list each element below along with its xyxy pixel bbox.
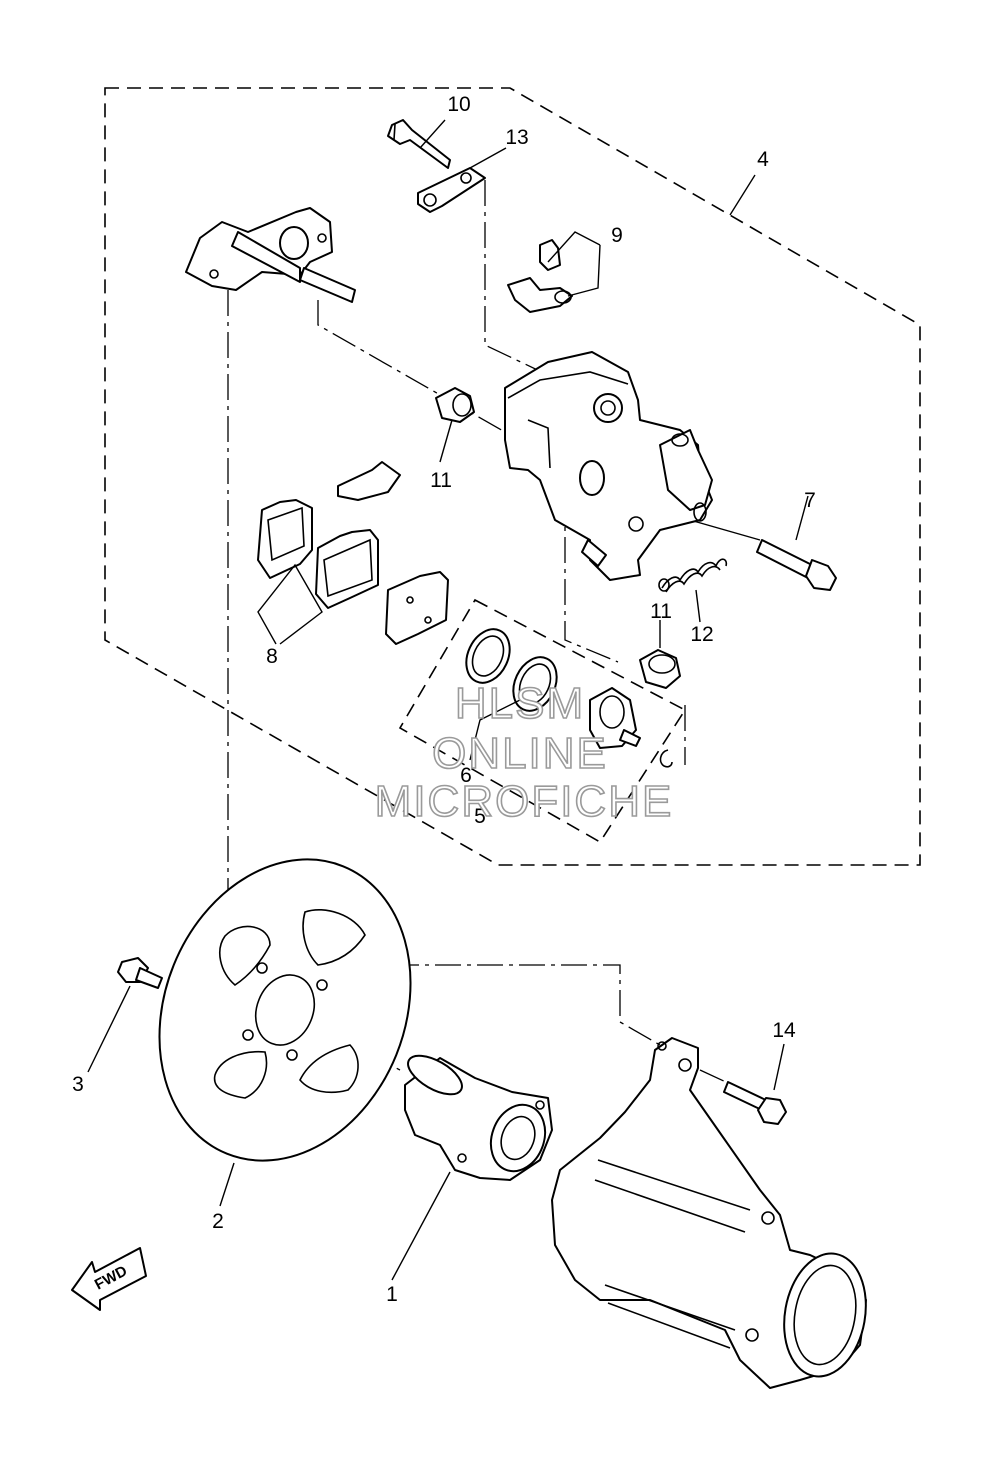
callout-10: 10: [447, 93, 470, 116]
part-7-bolt: [756, 539, 837, 591]
watermark: HLSM ONLINE MICROFICHE: [374, 678, 674, 827]
part-2-brake-disc: [158, 858, 412, 1162]
callout-5: 5: [474, 805, 486, 828]
callout-2: 2: [212, 1210, 224, 1233]
pad-support-plate: [385, 571, 449, 645]
callout-3: 3: [72, 1073, 84, 1096]
callouts: 10 13 4 9 11 7 11 12 8 6 5 14 3 2 1: [72, 93, 816, 1306]
bracket-mount-axis-line: [227, 290, 661, 1046]
caliper-body: [504, 351, 713, 581]
piston-kit-outline: [398, 598, 687, 844]
fwd-direction-arrow: FWD: [71, 1247, 147, 1311]
part-1-hub: [404, 1054, 553, 1181]
part-13-lock-plate: [417, 167, 486, 213]
callout-14: 14: [772, 1019, 796, 1042]
callout-1: 1: [386, 1283, 398, 1306]
caliper-bracket-pin: [185, 207, 356, 303]
part-9-bleed-screw: [507, 239, 573, 313]
callout-6: 6: [460, 764, 472, 787]
part-11-boot-lower: [639, 649, 681, 689]
part-10-bolt: [387, 119, 451, 169]
callout-8: 8: [266, 645, 278, 668]
caliper-pin-axis-line: [317, 300, 546, 456]
caliper-assembly-outline: [104, 87, 921, 866]
watermark-line-2: ONLINE: [432, 729, 608, 778]
callout-11-upper: 11: [430, 469, 452, 492]
callout-12: 12: [690, 623, 713, 646]
part-8-brake-pad-right: [315, 529, 379, 609]
callout-7: 7: [804, 489, 816, 512]
callout-13: 13: [505, 126, 528, 149]
part-11-boot-upper: [435, 387, 475, 423]
part-6-piston-seal: [465, 628, 511, 684]
circlip: [659, 749, 673, 768]
watermark-line-1: HLSM: [455, 679, 585, 728]
part-12-spring: [658, 558, 728, 593]
callout-4: 4: [757, 148, 769, 171]
callout-11-lower: 11: [650, 600, 672, 623]
part-3-bolt: [117, 957, 163, 989]
axle-housing: [551, 1037, 867, 1389]
piston: [589, 687, 641, 749]
part-8-brake-pad-left: [257, 499, 313, 579]
bolt-axis-line: [484, 180, 549, 376]
callout-9: 9: [611, 224, 623, 247]
watermark-line-3: MICROFICHE: [375, 777, 674, 826]
callout-leaders: [87, 119, 809, 1281]
part-14-bolt: [723, 1081, 787, 1125]
pad-shim: [337, 461, 401, 501]
part-6-dust-seal: [512, 656, 558, 712]
